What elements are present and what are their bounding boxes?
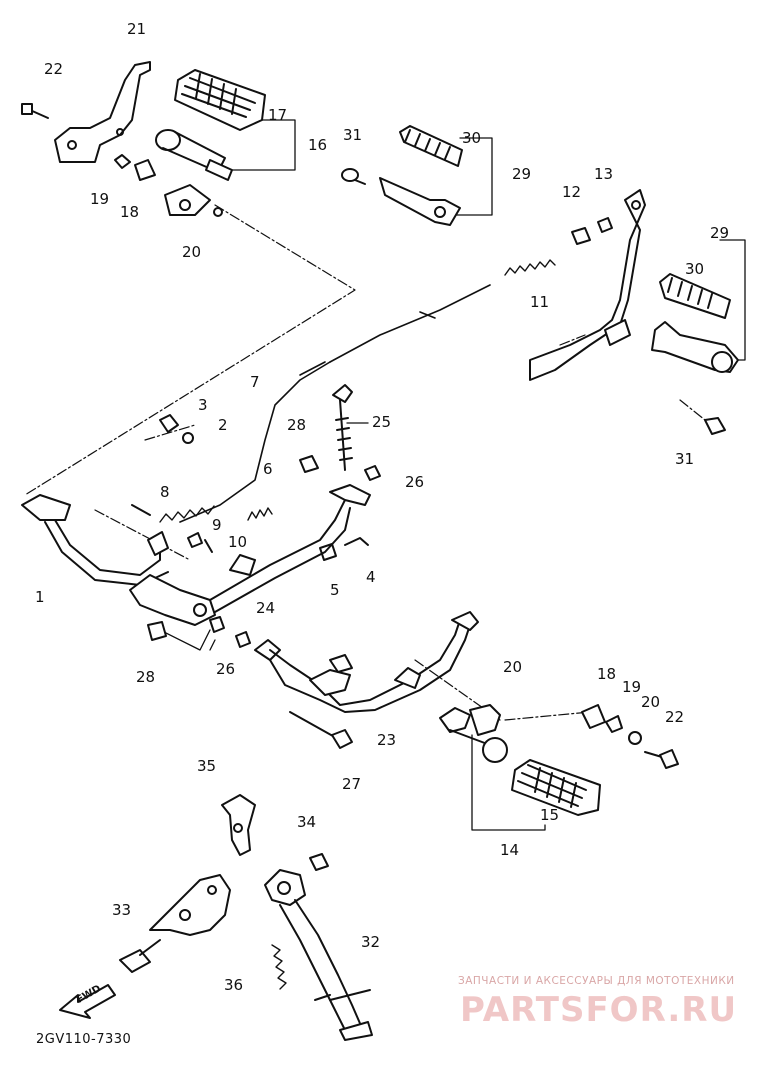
spring-6 xyxy=(159,505,273,523)
part-label: 10 xyxy=(228,533,248,551)
part-label: 20 xyxy=(182,243,202,261)
part-label: 33 xyxy=(112,901,132,919)
watermark-tagline: ЗАПЧАСТИ И АКСЕССУАРЫ ДЛЯ МОТОТЕХНИКИ xyxy=(458,975,735,987)
part-label: 18 xyxy=(120,203,140,221)
part-label: 12 xyxy=(562,183,582,201)
part-label: 19 xyxy=(90,190,110,208)
part-label: 22 xyxy=(44,60,64,78)
part-label: 6 xyxy=(263,460,273,478)
part-label: 15 xyxy=(540,806,560,824)
part-label: 28 xyxy=(287,416,307,434)
part-label: 29 xyxy=(710,224,730,242)
part-label: 8 xyxy=(160,483,170,501)
part-label: 36 xyxy=(224,976,244,994)
part-label: 16 xyxy=(308,136,328,154)
part-label: 1 xyxy=(35,588,45,606)
right-footrest-bracket xyxy=(529,189,739,435)
part-label: 28 xyxy=(136,668,156,686)
footrest-peg-29-upper xyxy=(341,125,463,226)
assembly-leader-lines xyxy=(24,204,706,721)
spring-36 xyxy=(271,944,287,990)
part-label: 30 xyxy=(685,260,705,278)
brake-pedal-23 xyxy=(254,611,479,713)
part-label: 9 xyxy=(212,516,222,534)
part-label: 14 xyxy=(500,841,520,859)
bolt-25 xyxy=(332,384,353,471)
part-label: 5 xyxy=(330,581,340,599)
footrest-peg-16 xyxy=(114,129,233,217)
nut-34 xyxy=(309,853,329,871)
brake-pedal-1 xyxy=(21,494,169,586)
part-label: 26 xyxy=(216,660,236,678)
part-label: 23 xyxy=(377,731,397,749)
part-label: 20 xyxy=(503,658,523,676)
part-label: 24 xyxy=(256,599,276,617)
watermark-logo: PARTSFOR.RU xyxy=(460,990,738,1030)
sidestand-bracket-33 xyxy=(119,874,231,973)
cable-7 xyxy=(179,284,491,523)
part-label: 31 xyxy=(343,126,363,144)
fwd-arrow xyxy=(59,984,116,1019)
bracket-35 xyxy=(221,794,256,856)
part-label: 29 xyxy=(512,165,532,183)
part-label: 11 xyxy=(530,293,550,311)
part-label: 34 xyxy=(297,813,317,831)
part-label: 7 xyxy=(250,373,260,391)
small-nuts xyxy=(131,414,381,648)
part-label: 35 xyxy=(197,757,217,775)
part-label: 18 xyxy=(597,665,617,683)
brake-arm-24 xyxy=(129,484,371,626)
diagram-code: 2GV110-7330 xyxy=(36,1032,132,1047)
part-label: 26 xyxy=(405,473,425,491)
spring-11 xyxy=(504,259,556,276)
part-label: 31 xyxy=(675,450,695,468)
footrest-14-15 xyxy=(439,704,679,816)
part-label: 30 xyxy=(462,129,482,147)
part-label: 22 xyxy=(665,708,685,726)
sidestand-32 xyxy=(264,869,373,1041)
part-label: 27 xyxy=(342,775,362,793)
part-label: 4 xyxy=(366,568,376,586)
bolt-27 xyxy=(289,711,353,749)
footrest-rubber-top xyxy=(174,69,266,131)
part-label: 2 xyxy=(218,416,228,434)
parts-12-13 xyxy=(571,217,613,245)
part-label: 3 xyxy=(198,396,208,414)
part-label: 13 xyxy=(594,165,614,183)
part-label: 32 xyxy=(361,933,381,951)
part-label: 17 xyxy=(268,106,288,124)
part-label: 19 xyxy=(622,678,642,696)
left-footrest-bracket xyxy=(21,61,151,163)
part-label: 20 xyxy=(641,693,661,711)
part-label: 21 xyxy=(127,20,147,38)
part-label: 25 xyxy=(372,413,392,431)
